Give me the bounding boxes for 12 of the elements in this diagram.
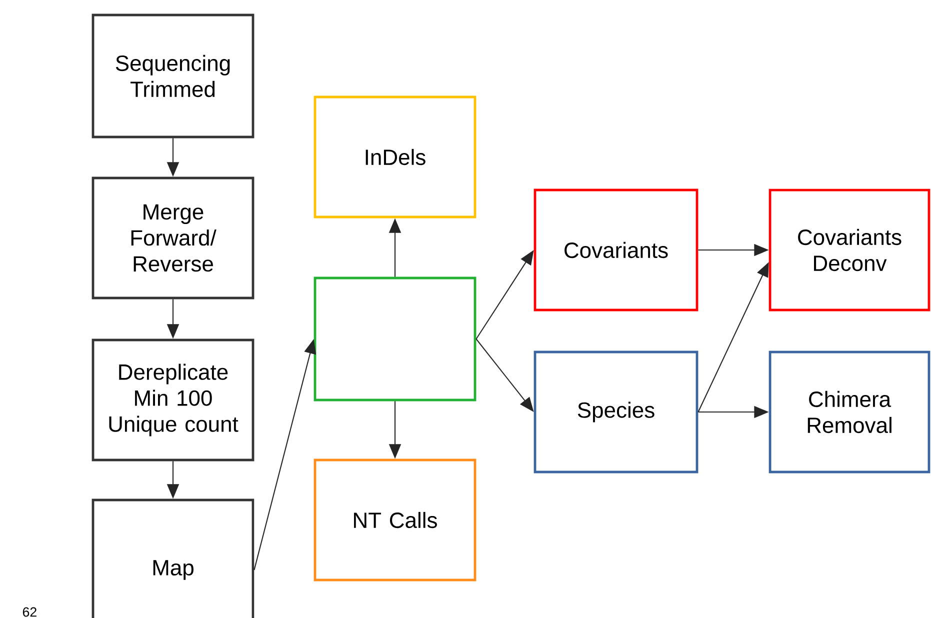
process-box: Chimera Removal [768,350,930,474]
process-box: Sequencing Trimmed [92,14,254,138]
process-box [314,276,476,402]
process-box: NT Calls [314,458,476,582]
process-box: Covariants Deconv [768,188,930,312]
process-box: Dereplicate Min 100 Unique count [92,338,254,462]
process-box: InDels [314,96,476,218]
process-box: Merge Forward/ Reverse [92,176,254,300]
page-number: 62 [22,607,36,617]
process-box: Species [534,350,698,474]
process-box: Covariants [534,188,698,312]
process-box: Map [92,498,254,618]
